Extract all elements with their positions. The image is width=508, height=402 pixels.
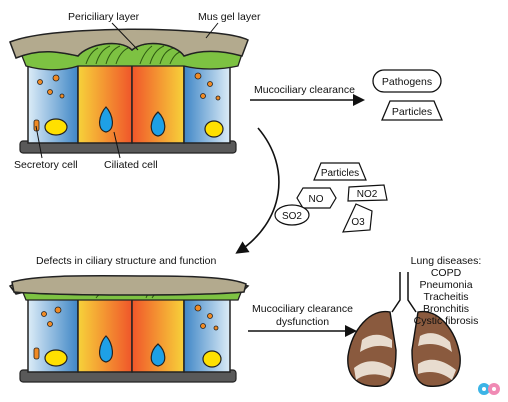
mucociliary-clearance-label: Mucociliary clearance (254, 84, 355, 96)
dysfunction-label-line1: Mucociliary clearance (252, 303, 353, 315)
pollutant-o3-label: O3 (351, 217, 365, 228)
mucus-gel-layer (11, 275, 247, 296)
mucus-gel-layer (9, 28, 249, 59)
defects-label: Defects in ciliary structure and functio… (36, 255, 216, 267)
pollutant-particles-label: Particles (321, 168, 359, 179)
pollutant-so2-shape (274, 204, 310, 226)
mucus-gel-layer-label: Mus gel layer (198, 11, 261, 23)
periciliary-layer-label: Periciliary layer (68, 11, 140, 23)
mucus-pointer (205, 22, 219, 39)
defective-epithelium (8, 275, 250, 383)
secretory-nucleus (202, 350, 222, 368)
lung-highlights (354, 333, 456, 380)
pollutant-no2-label: NO2 (357, 189, 378, 200)
ciliated-nucleus (99, 106, 113, 133)
pollutants: Particles NO NO2 SO2 O3 (274, 162, 388, 233)
secretory-pointer (35, 125, 43, 159)
healthy-epithelium (9, 28, 249, 154)
disease-item: Tracheitis (423, 291, 468, 303)
pollutant-no-label: NO (309, 194, 324, 205)
secretory-nucleus (44, 349, 68, 367)
secretory-nucleus (44, 118, 68, 136)
ciliated-nucleus (150, 343, 166, 367)
corner-logo-icon (478, 383, 500, 395)
ciliated-nucleus (99, 335, 113, 363)
secretory-granules (41, 304, 219, 331)
dysfunction-label-line2: dysfunction (276, 316, 329, 328)
periciliary-pointer (111, 22, 139, 51)
lung-diseases-title: Lung diseases: (411, 255, 482, 267)
secretory-cell-label: Secretory cell (14, 159, 78, 171)
defect-transition-arrow (235, 127, 280, 254)
disease-item: COPD (431, 267, 462, 279)
pollutant-particles-shape (313, 162, 367, 181)
secretory-nucleus (204, 120, 224, 138)
ciliated-nucleus (150, 111, 166, 137)
pathogens-shape (372, 69, 442, 93)
disease-item: Pneumonia (419, 279, 472, 291)
pollutant-o3-shape (342, 203, 373, 233)
secretory-granule (33, 347, 40, 360)
pollutant-no-shape (296, 187, 337, 209)
particles-shape (381, 100, 443, 121)
secretory-granules (37, 72, 221, 101)
ciliated-cell-label: Ciliated cell (104, 159, 158, 171)
pollutant-no2-shape (347, 184, 388, 202)
ciliated-pointer (113, 131, 121, 159)
lungs-icon (347, 272, 461, 387)
trachea (391, 272, 417, 313)
pollutant-so2-label: SO2 (282, 211, 302, 222)
cilia (85, 45, 181, 65)
particles-output-label: Particles (392, 106, 432, 118)
disease-item: Cystic fibrosis (414, 315, 479, 327)
disease-item: Bronchitis (423, 303, 469, 315)
pathogens-label: Pathogens (382, 76, 432, 88)
